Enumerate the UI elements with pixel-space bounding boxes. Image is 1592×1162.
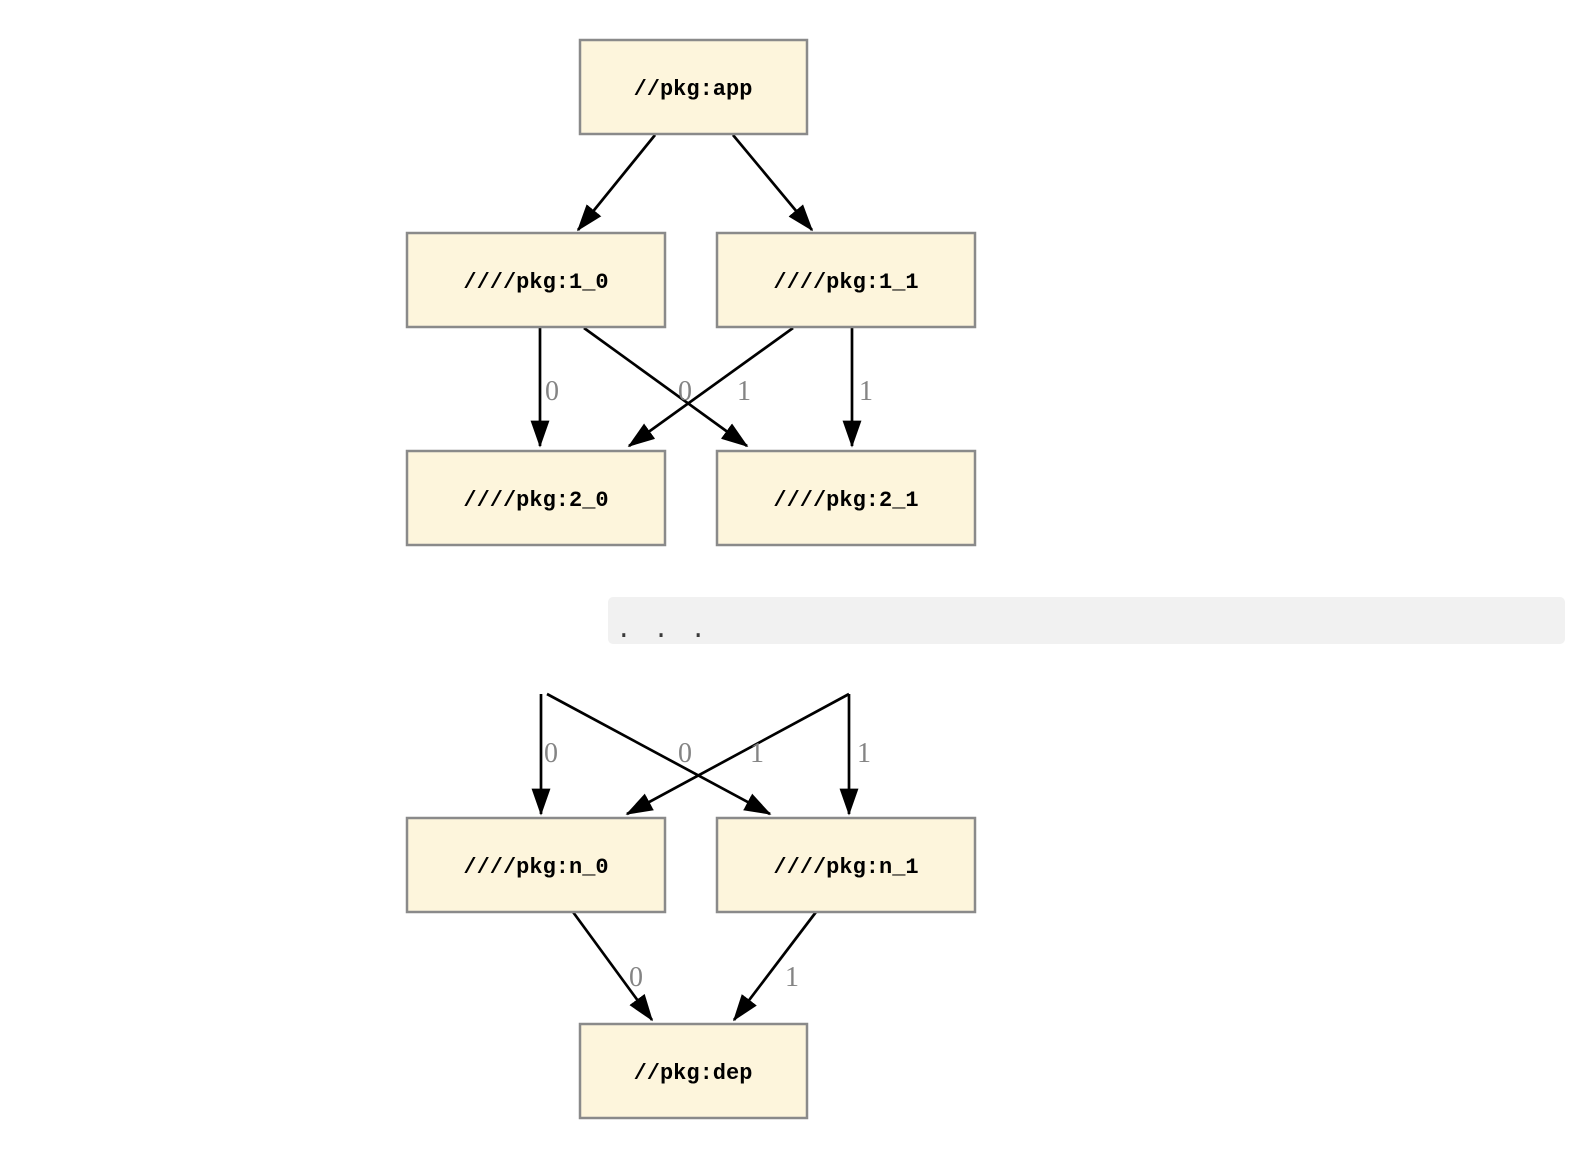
node-box [405,816,667,914]
node-label: ////pkg:1_1 [773,270,918,295]
node-label: ////pkg:2_1 [773,488,918,513]
edge-n_0-to-dep [571,911,654,1022]
node-box [405,449,667,547]
ellipsis-bar [608,597,1565,644]
edge-dots2-to-n_0 [625,692,850,816]
edge-1_1-to-2_0 [627,326,794,448]
node-label: ////pkg:n_0 [463,855,608,880]
edge-label: 0 [545,376,559,407]
node-pkg-app: //pkg:app [578,38,809,136]
node-box [715,449,977,547]
node-label: //pkg:dep [634,1061,753,1086]
ellipsis-label: . . . [616,615,709,645]
node-pkg-2_0: ////pkg:2_0 [405,449,667,547]
edge-n_1-to-dep [732,911,818,1022]
node-box [715,816,977,914]
edge-label: 0 [678,738,692,769]
edge-label: 0 [544,738,558,769]
node-label: ////pkg:2_0 [463,488,608,513]
edge-label: 1 [785,962,799,993]
node-label: ////pkg:n_1 [773,855,918,880]
node-label: ////pkg:1_0 [463,270,608,295]
node-pkg-dep: //pkg:dep [578,1022,809,1120]
node-pkg-n_0: ////pkg:n_0 [405,816,667,914]
edge-label: 1 [859,376,873,407]
edge-label: 0 [629,962,643,993]
node-pkg-2_1: ////pkg:2_1 [715,449,977,547]
edge-app-to-1_1 [731,134,814,232]
node-box [578,1022,809,1120]
edge-label: 1 [750,738,764,769]
node-box [405,231,667,329]
edge-1_0-to-2_1 [583,326,749,448]
node-pkg-1_0: ////pkg:1_0 [405,231,667,329]
node-pkg-n_1: ////pkg:n_1 [715,816,977,914]
node-label: //pkg:app [634,77,753,102]
edge-label: 0 [678,376,692,407]
node-box [715,231,977,329]
node-pkg-1_1: ////pkg:1_1 [715,231,977,329]
edge-label: 1 [737,376,751,407]
edge-label: 1 [857,738,871,769]
edge-dots-to-n_1 [546,692,772,816]
edge-app-to-1_0 [576,134,657,232]
node-box [578,38,809,136]
